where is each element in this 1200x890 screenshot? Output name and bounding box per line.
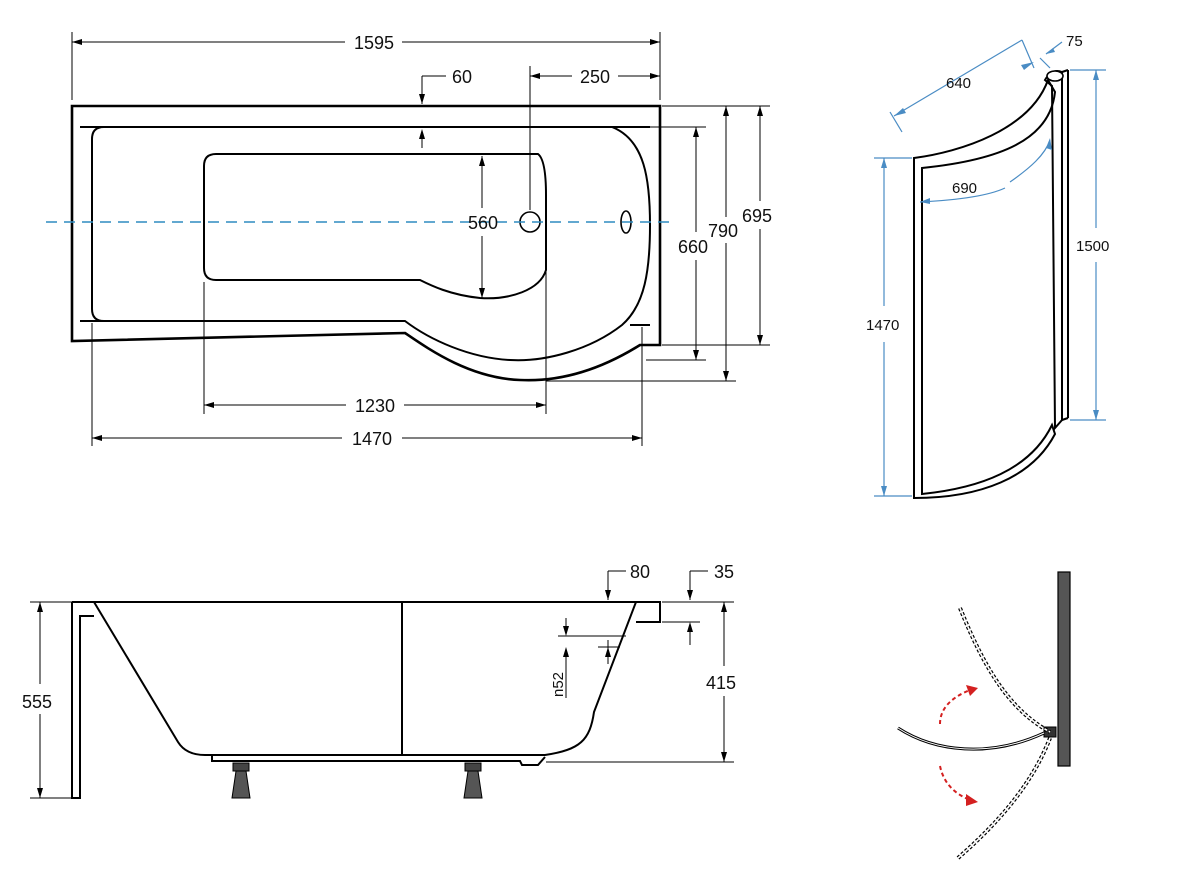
tub-body-side: [93, 601, 637, 756]
tub-inner-edge: [91, 126, 652, 362]
dim-basin-depth: 415: [546, 601, 736, 763]
basin-width-label: 560: [468, 213, 498, 233]
basin-length-label: 1230: [355, 396, 395, 416]
side-view: 555 80 35 n52: [22, 562, 736, 799]
dim-total-height: 555: [22, 601, 72, 799]
wall-profile: [1043, 70, 1063, 431]
swing-arrow-up-icon: [939, 689, 971, 725]
dim-rim-offset: 60: [419, 67, 472, 148]
panel-height-label: 1470: [866, 317, 899, 334]
basin-depth-label: 415: [706, 673, 736, 693]
tub-bottom-basin: [203, 153, 547, 300]
left-foot-icon: [231, 762, 251, 799]
dim-rim-thickness: 35: [662, 562, 734, 645]
bath-screen-panel: 640 75 690 1470: [866, 33, 1109, 500]
dim-end-width: 695: [662, 105, 772, 346]
inner-width-label: 660: [678, 237, 708, 257]
overall-length-label: 1595: [354, 33, 394, 53]
screen-open-up: [958, 607, 1051, 734]
arc-length-label: 690: [952, 180, 977, 197]
tub-outer-rim: [70, 104, 662, 382]
swing-arrow-down-icon: [939, 765, 971, 801]
dim-rim-height: 80: [605, 562, 650, 600]
profile-height-label: 1500: [1076, 238, 1109, 255]
end-width-label: 695: [742, 206, 772, 226]
total-height-label: 555: [22, 692, 52, 712]
rim-thickness-label: 35: [714, 562, 734, 582]
screen-closed: [897, 726, 1045, 751]
dim-basin-width: 560: [468, 156, 498, 298]
dim-overall-length: 1595: [71, 32, 661, 100]
dim-overflow: n52: [550, 618, 626, 698]
dim-panel-height: 1470: [866, 157, 912, 497]
dim-arc-length: 690: [919, 138, 1052, 204]
drain-offset-label: 250: [580, 67, 610, 87]
overflow-label: n52: [550, 672, 567, 697]
dim-inner-width: 660: [630, 126, 708, 361]
profile-width-label: 75: [1066, 33, 1083, 50]
dim-profile-height: 1500: [1070, 69, 1109, 421]
wall-bar: [1057, 571, 1071, 767]
dim-inner-length: 1470: [91, 323, 643, 449]
front-panel: [71, 602, 94, 799]
panel-depth-label: 640: [946, 75, 971, 92]
dim-panel-depth: 640: [889, 39, 1035, 133]
inner-length-label: 1470: [352, 429, 392, 449]
swing-diagram: [897, 571, 1071, 860]
rim-offset-label: 60: [452, 67, 472, 87]
dim-drain-offset: 250: [529, 66, 660, 210]
max-width-label: 790: [708, 221, 738, 241]
dim-basin-length: 1230: [203, 270, 547, 416]
top-view-plan: 1595 60 250 560: [46, 32, 772, 449]
rim-height-label: 80: [630, 562, 650, 582]
tub-rim-side: [72, 601, 661, 623]
glass-panel: [913, 77, 1057, 500]
dim-profile-width: 75: [1039, 33, 1083, 69]
right-foot-icon: [463, 762, 483, 799]
